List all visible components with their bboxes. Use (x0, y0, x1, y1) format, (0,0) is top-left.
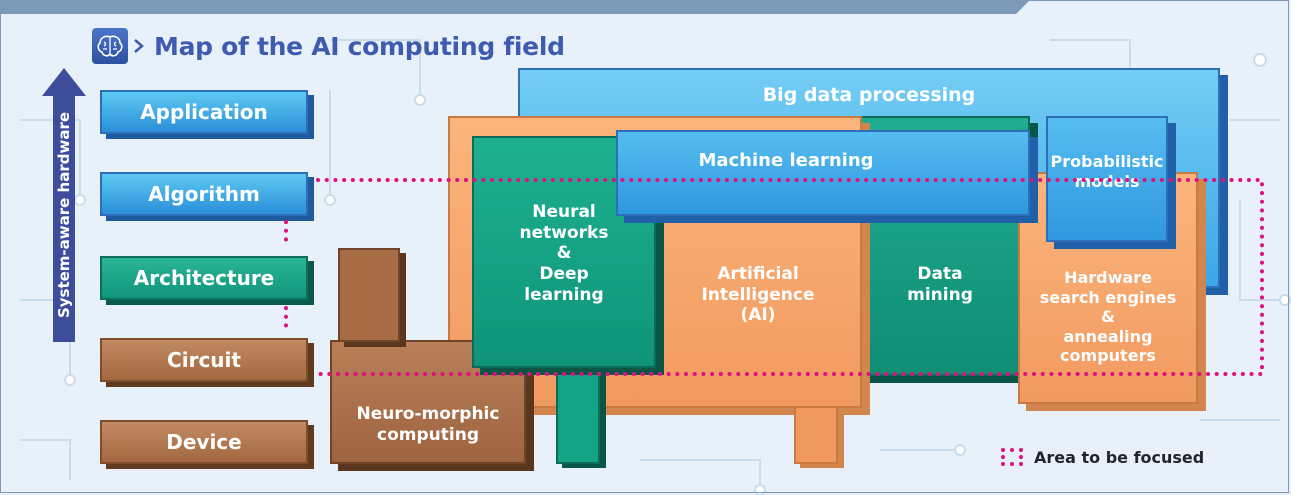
field-machine-learning (616, 130, 1030, 216)
field-probabilistic-label: Probabilistic models (1050, 152, 1164, 191)
field-ai-label: Artificial Intelligence (AI) (701, 264, 815, 326)
layer-architecture: Architecture (100, 256, 308, 300)
legend-label: Area to be focused (1034, 447, 1205, 467)
layer-algorithm: Algorithm (100, 172, 308, 216)
field-neuromorphic-label: Neuro-morphic computing (356, 404, 500, 445)
layer-application: Application (100, 90, 308, 134)
field-ai-stub (794, 408, 838, 464)
brain-icon (92, 28, 128, 64)
layer-circuit: Circuit (100, 338, 308, 382)
up-arrow-icon (42, 68, 86, 342)
field-hardware-search-label: Hardware search engines & annealing comp… (1039, 268, 1177, 366)
field-machine-learning-label: Machine learning (698, 150, 874, 171)
field-neural-networks-label: Neural networks & Deep learning (519, 202, 609, 305)
header-bar (0, 0, 1030, 14)
layer-device: Device (100, 420, 308, 464)
field-big-data-label: Big data processing (762, 84, 976, 106)
title-group: Map of the AI computing field (92, 26, 565, 66)
page-title: Map of the AI computing field (154, 31, 565, 61)
chevron-right-icon (134, 39, 144, 53)
field-data-mining-label: Data mining (907, 264, 973, 305)
field-neural-stub (556, 368, 600, 464)
field-neuromorphic-stub (338, 248, 400, 342)
legend: Area to be focused (1000, 447, 1204, 467)
dotted-square-icon (1001, 448, 1023, 466)
